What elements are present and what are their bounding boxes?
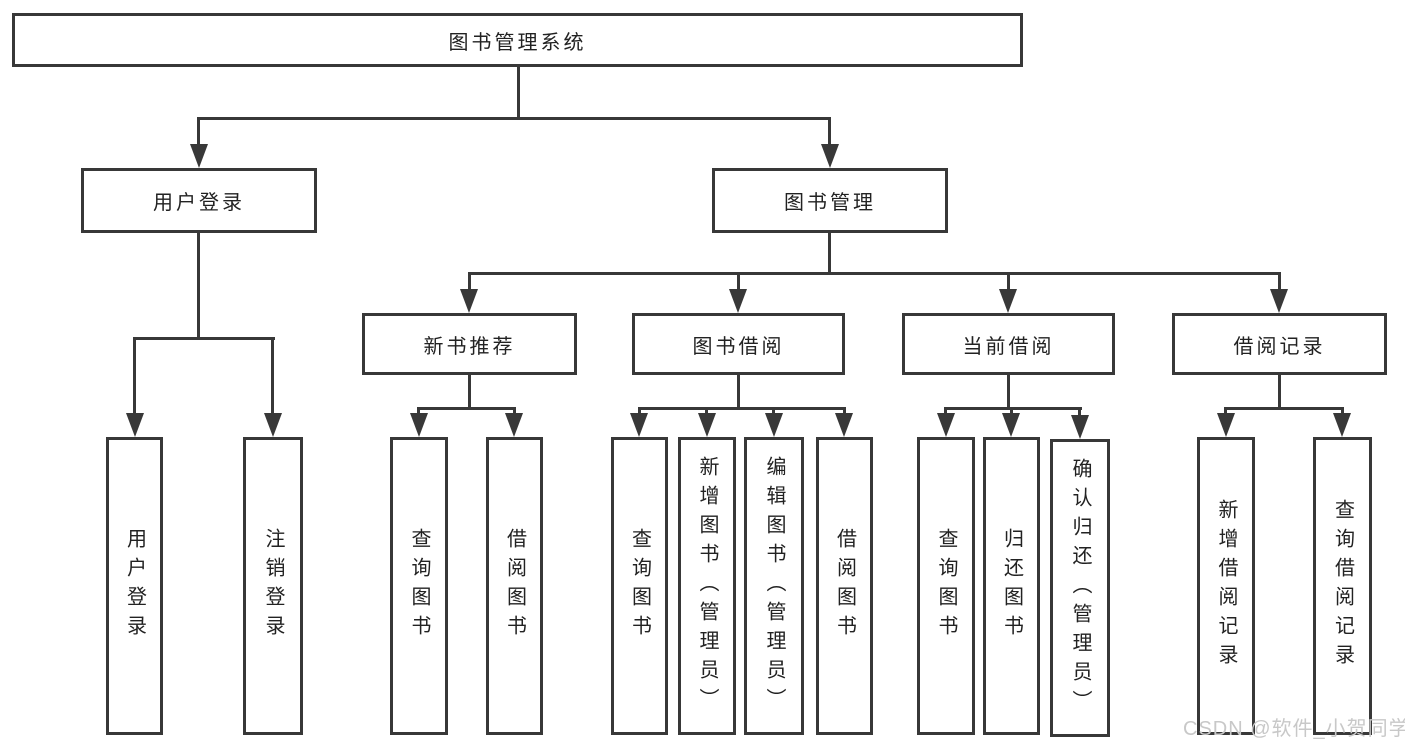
node-current-borrow-label: 当前借阅 [962,335,1055,358]
arrowhead-down-icon [630,413,648,437]
leaf-current-return-books: 归还图书 [983,437,1040,735]
arrowhead-down-icon [126,413,144,437]
connector-level2-branch [197,117,831,120]
node-book-management-label: 图书管理 [784,192,876,214]
arrowhead-down-icon [821,144,839,168]
node-book-borrow-label: 图书借阅 [692,335,785,358]
leaf-current-confirm-return-admin: 确认归还（管理员） [1050,439,1110,737]
leaf-current-return-books-label: 归还图书 [1000,528,1023,644]
node-borrow-records-label: 借阅记录 [1233,335,1326,358]
connector-new-book-recommend-stem [468,375,471,410]
leaf-newbooks-query-books: 查询图书 [390,437,448,735]
arrowhead-down-icon [264,413,282,437]
arrowhead-down-icon [937,413,955,437]
leaf-borrow-edit-books-admin-label: 编辑图书（管理员） [763,455,785,717]
leaf-current-query-books-label: 查询图书 [935,528,957,644]
leaf-borrow-edit-books-admin: 编辑图书（管理员） [744,437,804,735]
arrowhead-down-icon [765,413,783,437]
connector-leaf-stub [1224,407,1227,416]
arrowhead-down-icon [698,413,716,437]
connector-leaf-stub [944,407,947,416]
connector-current-borrow-stub [1007,272,1010,291]
connector-records-leaf-branch [1224,407,1344,410]
leaf-borrow-borrow-books: 借阅图书 [816,437,873,735]
connector-borrow-records-stem [1278,375,1281,410]
connector-leaf-stub [1078,407,1081,418]
arrowhead-down-icon [505,413,523,437]
arrowhead-down-icon [999,289,1017,313]
node-root: 图书管理系统 [12,13,1023,67]
leaf-logout-login: 注销登录 [243,437,303,735]
connector-leaf-stub [772,407,775,416]
node-user-login: 用户登录 [81,168,317,233]
node-current-borrow: 当前借阅 [902,313,1115,375]
node-book-borrow: 图书借阅 [632,313,845,375]
leaf-borrow-query-books-label: 查询图书 [628,528,651,644]
arrowhead-down-icon [835,413,853,437]
connector-user-login-leaf-branch [133,337,275,340]
leaf-borrow-add-books-admin: 新增图书（管理员） [678,437,736,735]
arrowhead-down-icon [729,289,747,313]
leaf-newbooks-query-books-label: 查询图书 [408,528,430,644]
connector-level3-branch [468,272,1281,275]
leaf-current-query-books: 查询图书 [917,437,975,735]
connector-root-stem [517,66,520,120]
arrowhead-down-icon [1217,413,1235,437]
connector-borrow-records-stub [1278,272,1281,291]
node-borrow-records: 借阅记录 [1172,313,1387,375]
arrowhead-down-icon [1270,289,1288,313]
leaf-borrow-add-books-admin-label: 新增图书（管理员） [696,455,718,717]
node-book-management: 图书管理 [712,168,948,233]
connector-leaf-stub [638,407,641,416]
arrowhead-down-icon [190,144,208,168]
leaf-current-confirm-return-admin-label: 确认归还（管理员） [1069,457,1091,719]
leaf-records-add-borrow-record: 新增借阅记录 [1197,437,1255,735]
connector-book-management-stem [828,233,831,275]
connector-user-login-stem [197,233,200,340]
leaf-logout-login-label: 注销登录 [262,528,284,644]
connector-leaf-stub [1341,407,1344,416]
connector-current-borrow-stem [1007,375,1010,410]
connector-new-book-recommend-stub [468,272,471,291]
connector-leaf-stub [843,407,846,416]
connector-current-leaf-branch [944,407,1082,410]
connector-newbooks-leaf-branch [417,407,516,410]
leaf-borrow-borrow-books-label: 借阅图书 [833,528,856,644]
leaf-user-login-label: 用户登录 [123,528,146,644]
connector-leaf-stub [513,407,516,416]
connector-book-management-stub [828,117,831,148]
leaf-records-query-borrow-record-label: 查询借阅记录 [1331,499,1354,673]
leaf-newbooks-borrow-books: 借阅图书 [486,437,543,735]
arrowhead-down-icon [460,289,478,313]
connector-user-login-stub [197,117,200,148]
arrowhead-down-icon [1002,413,1020,437]
connector-leaf-stub [133,337,136,415]
node-new-book-recommend-label: 新书推荐 [423,335,516,358]
csdn-watermark: CSDN @软件_小贺同学 [1183,718,1405,740]
leaf-records-query-borrow-record: 查询借阅记录 [1313,437,1372,735]
leaf-user-login: 用户登录 [106,437,163,735]
connector-borrow-leaf-branch [638,407,846,410]
leaf-records-add-borrow-record-label: 新增借阅记录 [1215,499,1237,673]
arrowhead-down-icon [410,413,428,437]
connector-leaf-stub [417,407,420,416]
leaf-newbooks-borrow-books-label: 借阅图书 [503,528,526,644]
leaf-borrow-query-books: 查询图书 [611,437,668,735]
arrowhead-down-icon [1333,413,1351,437]
connector-leaf-stub [705,407,708,416]
connector-book-borrow-stub [737,272,740,291]
connector-leaf-stub [271,337,274,415]
connector-leaf-stub [1010,407,1013,416]
arrowhead-down-icon [1071,415,1089,439]
connector-book-borrow-stem [737,375,740,410]
node-user-login-label: 用户登录 [153,192,245,214]
node-root-label: 图书管理系统 [448,31,587,54]
node-new-book-recommend: 新书推荐 [362,313,577,375]
